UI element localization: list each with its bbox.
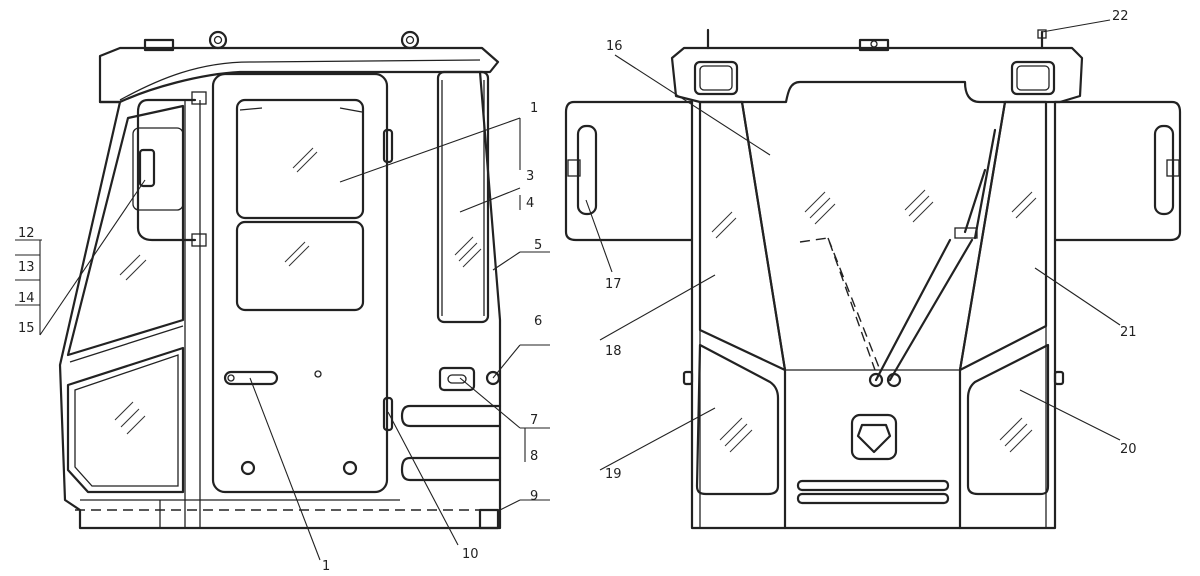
side-roof [98, 46, 500, 104]
callout-labels: 1 3 4 5 6 7 8 9 10 1 12 13 14 15 16 17 1… [18, 9, 1137, 574]
callout-label: 18 [605, 344, 622, 359]
front-wiper-sweep [799, 237, 881, 371]
side-rear-window [436, 70, 490, 324]
side-rear-foot [478, 508, 500, 530]
callout-label: 17 [605, 277, 622, 292]
callout-label: 9 [530, 489, 538, 504]
side-view [58, 30, 502, 530]
front-logo [850, 413, 898, 461]
callout-label: 22 [1112, 9, 1129, 24]
front-lower-left-panel [695, 343, 780, 496]
side-door-upper-glass [235, 98, 365, 220]
front-grille-slot-2 [796, 492, 950, 505]
callout-label: 12 [18, 226, 35, 241]
front-mirror-left [564, 100, 694, 242]
front-side-glass-left [698, 100, 787, 372]
callout-label: 4 [526, 196, 534, 211]
side-grab-handle [136, 98, 197, 242]
callout-label: 14 [18, 291, 35, 306]
front-mirror-right [1053, 100, 1182, 242]
callout-label: 8 [530, 449, 538, 464]
side-rear-knob [485, 370, 501, 386]
callout-label: 10 [462, 547, 479, 562]
callout-label: 13 [18, 260, 35, 275]
side-door-bolt-right [342, 460, 358, 476]
side-door-handle [223, 370, 279, 386]
front-lower-right-panel [966, 343, 1050, 496]
side-hinge-upper [382, 128, 394, 164]
side-lift-eye-front [208, 30, 228, 50]
callout-label: 1 [322, 559, 330, 574]
side-door [211, 72, 389, 494]
front-side-glass-right [958, 100, 1048, 372]
callout-label: 19 [605, 467, 622, 482]
side-roof-bracket [143, 38, 175, 52]
front-lamp-left [693, 60, 739, 96]
callout-label: 16 [606, 39, 623, 54]
callout-label: 21 [1120, 325, 1137, 340]
callout-label: 5 [534, 238, 542, 253]
front-wiper [868, 128, 997, 388]
front-body-outline [690, 100, 1057, 530]
callout-label: 6 [534, 314, 542, 329]
side-rear-lamp [438, 366, 476, 392]
front-right-pillar [958, 100, 1007, 530]
callout-label: 7 [530, 413, 538, 428]
callout-label: 20 [1120, 442, 1137, 457]
front-lamp-right [1010, 60, 1056, 96]
side-lower-window [66, 346, 185, 494]
leader-lines [15, 19, 1121, 561]
side-louvre-lower [400, 456, 502, 482]
side-louvre-upper [400, 404, 502, 428]
side-door-bolt-left [240, 460, 256, 476]
side-front-window [66, 104, 185, 357]
side-lift-eye-rear [400, 30, 420, 50]
front-view [564, 28, 1182, 530]
side-door-lower-glass [235, 220, 365, 312]
callout-label: 1 [530, 101, 538, 116]
front-grille-slot-1 [796, 479, 950, 492]
callout-label: 15 [18, 321, 35, 336]
callout-label: 3 [526, 169, 534, 184]
side-hinge-lower [382, 396, 394, 432]
side-body-outline [58, 70, 502, 530]
